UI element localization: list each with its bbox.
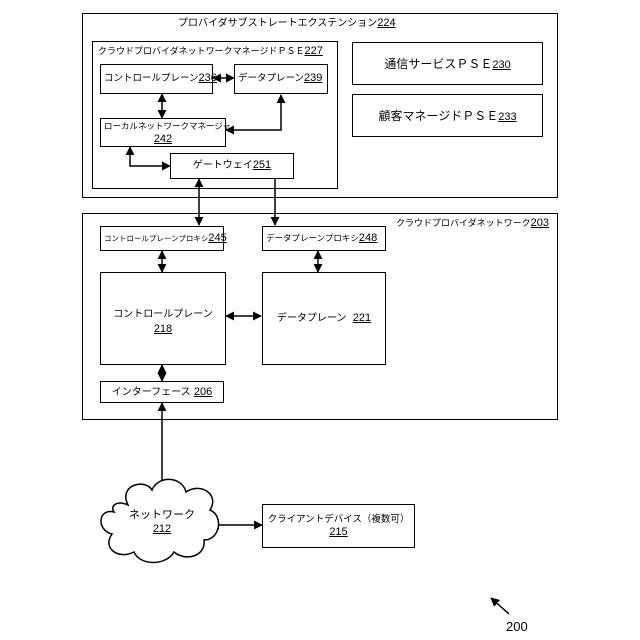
cloud-pne-manager-label: クラウドプロバイダネットワークマネージドＰＳＥ bbox=[98, 47, 304, 57]
provider-substrate-extension-label: プロバイダサブストレートエクステンション bbox=[178, 18, 377, 29]
cloud-provider-network-ref: 203 bbox=[531, 217, 549, 229]
local-network-manager-ref: 242 bbox=[154, 133, 172, 145]
data-plane-proxy-label: データプレーンプロキシ bbox=[266, 234, 359, 244]
cloud-provider-network-title: クラウドプロバイダネットワーク203 bbox=[396, 217, 549, 230]
client-devices-text: クライアントデバイス（複数可） 215 bbox=[262, 513, 415, 539]
provider-substrate-extension-ref: 224 bbox=[377, 17, 395, 29]
local-network-manager-label: ローカルネットワークマネージャ bbox=[104, 122, 231, 132]
control-plane-218-ref: 218 bbox=[100, 322, 226, 336]
data-plane-239-label: データプレーン bbox=[238, 73, 304, 84]
control-plane-236-ref: 236 bbox=[199, 72, 217, 84]
control-plane-236-label: コントロールプレーン bbox=[104, 73, 199, 84]
data-plane-221-ref: 221 bbox=[353, 312, 371, 324]
customer-managed-pse-text: 顧客マネージドＰＳＥ233 bbox=[352, 109, 543, 124]
interface-label: インターフェース bbox=[112, 387, 191, 398]
control-plane-218-text: コントロールプレーン 218 bbox=[100, 308, 226, 336]
figure-pointer-arrow bbox=[491, 598, 509, 614]
comm-service-pse-text: 通信サービスＰＳＥ230 bbox=[352, 57, 543, 72]
interface-text: インターフェース 206 bbox=[100, 386, 224, 399]
data-plane-proxy-ref: 248 bbox=[359, 232, 377, 244]
control-plane-218-label: コントロールプレーン bbox=[100, 308, 226, 322]
comm-service-pse-label: 通信サービスＰＳＥ bbox=[384, 57, 492, 71]
data-plane-239-text: データプレーン239 bbox=[238, 72, 322, 85]
cloud-pne-manager-ref: 227 bbox=[304, 45, 322, 57]
comm-service-pse-ref: 230 bbox=[492, 59, 510, 71]
control-plane-proxy-label: コントロールプレーンプロキシ bbox=[104, 234, 208, 243]
network-label: ネットワーク bbox=[117, 508, 207, 522]
client-devices-ref: 215 bbox=[262, 526, 415, 539]
local-network-manager-ref-wrap: 242 bbox=[100, 133, 226, 146]
data-plane-proxy-text: データプレーンプロキシ248 bbox=[266, 232, 377, 245]
cloud-pne-manager-title: クラウドプロバイダネットワークマネージドＰＳＥ227 bbox=[98, 45, 323, 58]
provider-substrate-extension-title: プロバイダサブストレートエクステンション224 bbox=[178, 17, 396, 30]
client-devices-label: クライアントデバイス（複数可） bbox=[262, 513, 415, 526]
data-plane-221-label: データプレーン bbox=[277, 313, 347, 324]
figure-number: 200 bbox=[506, 619, 528, 634]
control-plane-proxy-text: コントロールプレーンプロキシ245 bbox=[104, 232, 227, 245]
gateway-text: ゲートウェイ251 bbox=[170, 159, 294, 172]
interface-ref: 206 bbox=[194, 386, 212, 398]
gateway-label: ゲートウェイ bbox=[193, 160, 253, 171]
network-ref: 212 bbox=[117, 522, 207, 536]
data-plane-221-text: データプレーン 221 bbox=[262, 312, 386, 325]
local-network-manager-text: ローカルネットワークマネージャ bbox=[104, 121, 231, 133]
gateway-ref: 251 bbox=[253, 159, 271, 171]
customer-managed-pse-label: 顧客マネージドＰＳＥ bbox=[378, 109, 498, 123]
control-plane-proxy-ref: 245 bbox=[208, 232, 226, 244]
network-text: ネットワーク 212 bbox=[117, 508, 207, 536]
data-plane-239-ref: 239 bbox=[304, 72, 322, 84]
customer-managed-pse-ref: 233 bbox=[498, 111, 516, 123]
cloud-provider-network-label: クラウドプロバイダネットワーク bbox=[396, 219, 531, 229]
control-plane-236-text: コントロールプレーン236 bbox=[104, 72, 217, 85]
